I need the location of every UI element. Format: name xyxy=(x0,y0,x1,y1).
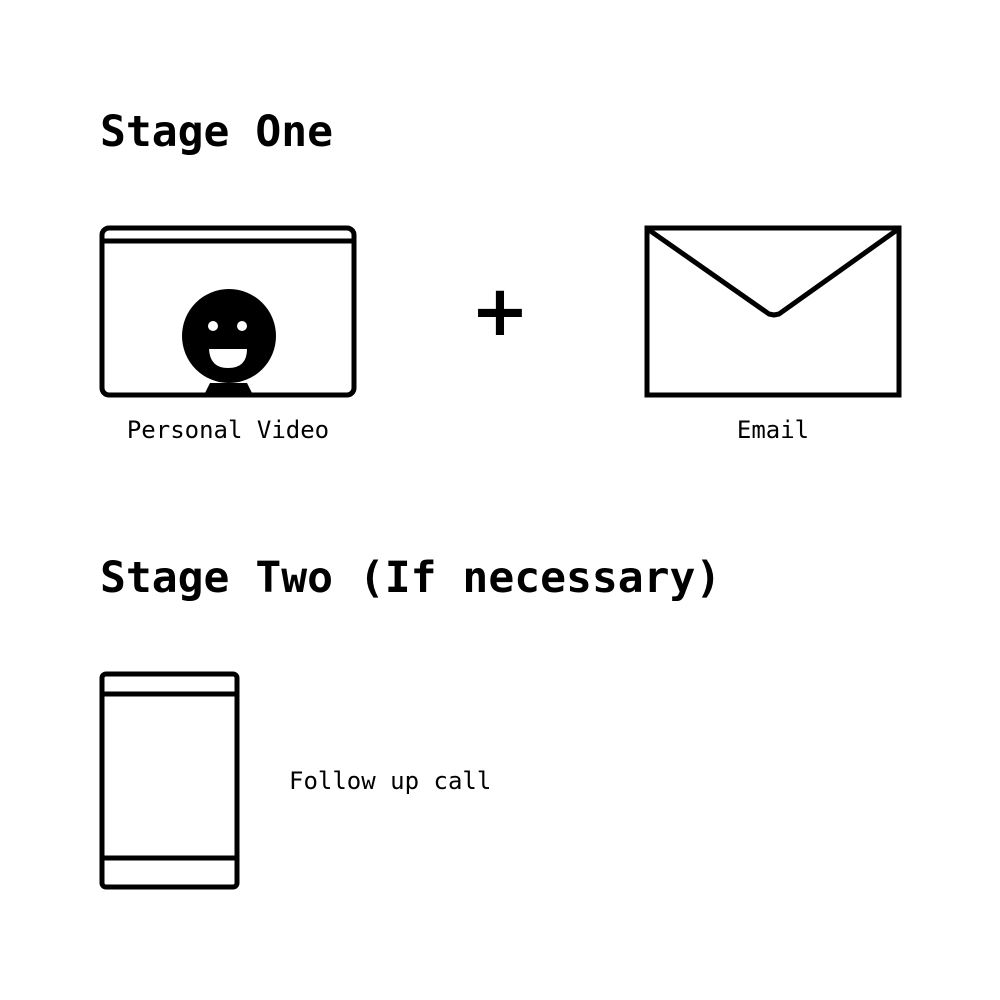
envelope-icon xyxy=(644,225,902,398)
plus-connector: + xyxy=(470,270,530,352)
personal-video-label: Personal Video xyxy=(126,416,330,444)
phone-icon xyxy=(99,671,240,890)
follow-up-call-label: Follow up call xyxy=(289,767,492,795)
video-window-icon xyxy=(99,225,357,398)
email-label: Email xyxy=(736,416,810,444)
face-icon xyxy=(182,289,276,383)
stage-two-title: Stage Two (If necessary) xyxy=(100,553,722,603)
stage-one-title: Stage One xyxy=(100,107,333,157)
